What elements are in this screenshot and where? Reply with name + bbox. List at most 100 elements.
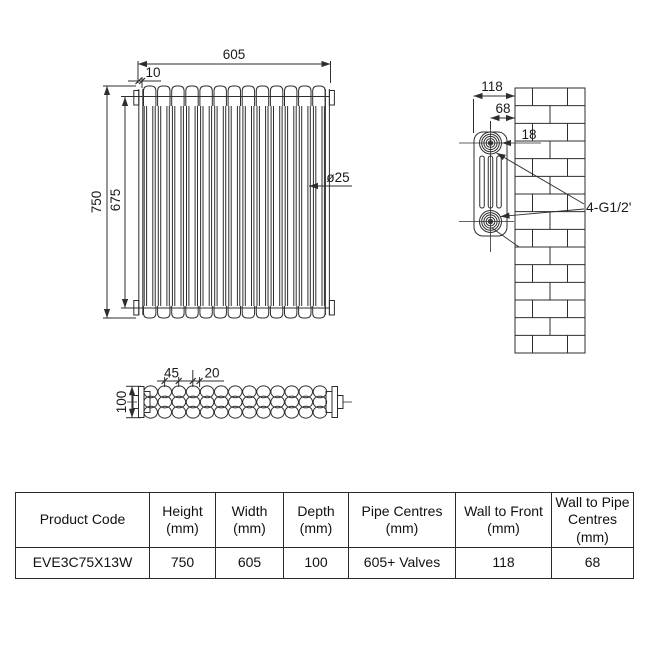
column-tube-oval [256, 405, 271, 419]
dim-100-label: 100 [114, 391, 129, 414]
arrowhead [128, 408, 136, 418]
section-bottom-bump [284, 306, 298, 319]
dim-750-label: 750 [89, 191, 104, 214]
arrowhead [490, 114, 500, 122]
dim-605-label: 605 [223, 47, 246, 62]
oblique-tick [135, 77, 142, 85]
dim-68: 68 [490, 101, 515, 129]
col-header-depth: Depth(mm) [283, 492, 349, 548]
column-tube-oval [256, 395, 271, 409]
section-bottom-bump [298, 306, 312, 319]
section-top-bump [312, 85, 326, 106]
column-tube-oval [228, 405, 243, 419]
dim-tube-diameter-label: ø25 [326, 170, 349, 185]
column-tube-oval [213, 395, 229, 409]
front-right-top-tab [328, 90, 335, 106]
section-bottom-bump [185, 306, 199, 319]
dim-68-label: 68 [495, 101, 510, 116]
column-tube-oval [284, 405, 299, 419]
arrowhead [138, 60, 147, 68]
column-tube-oval [242, 395, 257, 409]
column-tube-oval [171, 395, 187, 409]
column-tube-oval [199, 385, 215, 399]
dim-18-label: 18 [521, 127, 536, 142]
section-bottom-bump [143, 306, 157, 319]
oblique-tick [189, 377, 197, 385]
oblique-tick [138, 77, 146, 85]
column-tube-oval [284, 395, 299, 409]
column-tube-oval [270, 405, 285, 419]
tapping-label: 4-G1/2' [586, 199, 631, 215]
section-top-bump [199, 85, 213, 106]
column-tube-oval [256, 385, 271, 399]
column-tube-oval [298, 405, 314, 419]
dim-118-label: 118 [481, 79, 503, 94]
column-tube-oval [284, 385, 299, 399]
arrowhead [103, 86, 111, 95]
arrowhead [309, 182, 318, 190]
oblique-tick [196, 377, 204, 385]
section-top-bump [284, 85, 298, 106]
column-tube-oval [213, 405, 229, 419]
col-header-pipe-centres: Pipe Centres(mm) [348, 492, 456, 548]
column-tube-oval [199, 395, 215, 409]
section-bottom-bump [213, 306, 227, 319]
column-tube-oval [199, 405, 215, 419]
section-bottom-bump [171, 306, 185, 319]
table-cell: EVE3C75X13W [15, 547, 150, 579]
column-tube-oval [185, 395, 201, 409]
top-view-right-plate [331, 386, 338, 418]
profile-slot [479, 155, 485, 209]
oblique-tick [175, 377, 183, 385]
front-view-sections [143, 85, 326, 319]
column-tube-oval [228, 395, 243, 409]
column-tube-oval [185, 405, 201, 419]
column-tube-oval [171, 405, 187, 419]
top-view-left-plate [138, 386, 145, 418]
arrowhead [103, 309, 111, 318]
column-tube-oval [298, 385, 314, 399]
column-tube-oval [157, 405, 173, 419]
arrowhead [121, 97, 129, 106]
dim-45: 45 [157, 366, 186, 387]
top-view-sections [143, 385, 328, 419]
column-tube-oval [270, 385, 285, 399]
section-top-bump [298, 85, 312, 106]
column-tube-oval [242, 385, 257, 399]
section-top-bump [185, 85, 199, 106]
dim-675-label: 675 [108, 189, 123, 212]
side-view: 118 68 18 4-G1/2' [459, 79, 631, 354]
arrowhead [121, 299, 129, 308]
arrowhead [473, 92, 483, 100]
section-bottom-bump [269, 306, 284, 319]
top-view-left-connector [143, 391, 151, 413]
arrowhead [506, 92, 515, 100]
dim-605: 605 [137, 47, 331, 83]
section-bottom-bump [227, 306, 241, 319]
section-bottom-bump [312, 306, 326, 319]
arrowhead [502, 139, 511, 147]
section-top-bump [227, 85, 241, 106]
table-cell: 605+ Valves [348, 547, 456, 579]
section-top-bump [157, 85, 171, 106]
table-cell: 750 [149, 547, 216, 579]
dimension-ticks [135, 77, 204, 385]
section-bottom-bump [255, 306, 270, 319]
col-header-width: Width(mm) [215, 492, 284, 548]
section-top-bump [171, 85, 185, 106]
dim-20-label: 20 [204, 366, 219, 381]
col-header-product-code: Product Code [15, 492, 150, 548]
dim-750: 750 [89, 85, 136, 319]
column-tube-oval [242, 405, 257, 419]
column-tube-oval [213, 385, 229, 399]
column-tube-oval [298, 395, 314, 409]
table-cell: 68 [551, 547, 634, 579]
tapping-callout: 4-G1/2' [491, 152, 631, 248]
dim-45-label: 45 [164, 366, 179, 381]
section-bottom-bump [157, 306, 171, 319]
table-cell: 100 [283, 547, 349, 579]
section-top-bump [213, 85, 227, 106]
